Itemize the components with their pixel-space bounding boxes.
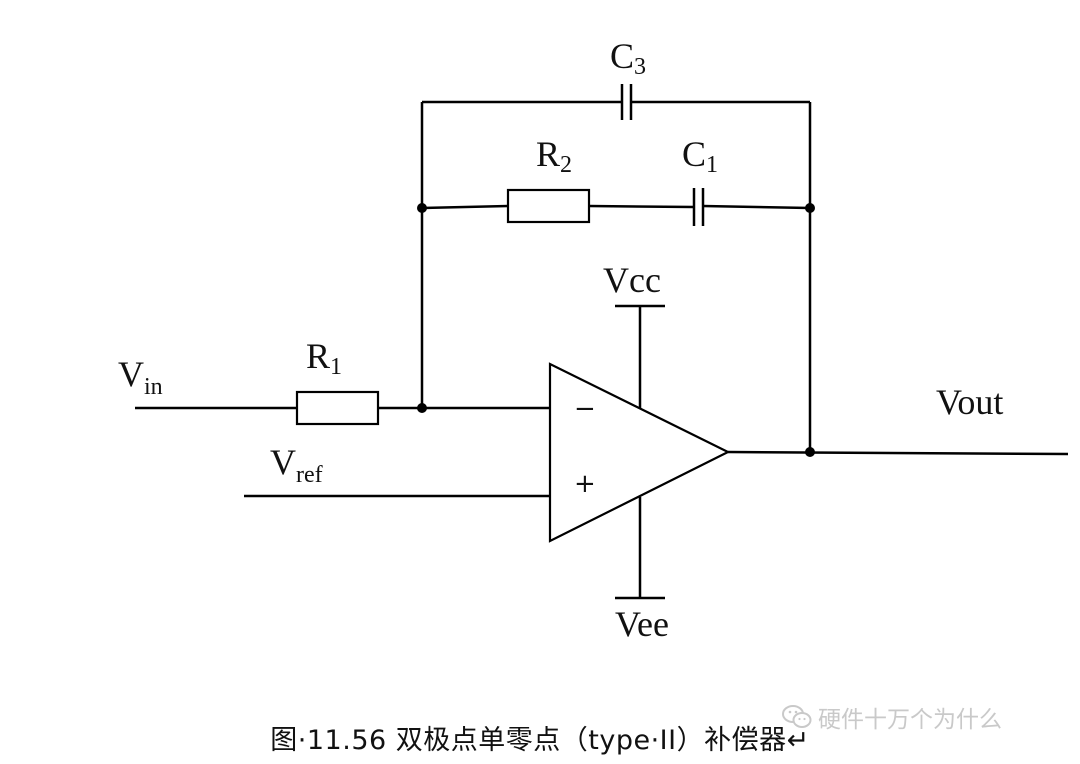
wechat-icon: [782, 705, 812, 728]
figure-caption: 图·11.56 双极点单零点（type·II）补偿器↵: [270, 725, 810, 756]
feedback-loop-c3: [420, 100, 812, 452]
junction-node: [417, 403, 427, 413]
label-r1: R1: [306, 336, 342, 380]
capacitor-c1: [692, 188, 705, 226]
junction-node: [417, 203, 427, 213]
label-vout: Vout: [936, 382, 1003, 422]
junction-node: [805, 447, 815, 457]
label-vin: Vin: [118, 354, 163, 400]
label-c3: C3: [610, 36, 646, 80]
label-c1: C1: [682, 134, 718, 178]
inverting-input-sign: −: [574, 394, 596, 424]
output-wire: [727, 450, 1069, 456]
resistor-r1: [295, 390, 380, 426]
watermark: 硬件十万个为什么: [782, 700, 1002, 734]
junction-node: [805, 203, 815, 213]
label-r2: R2: [536, 134, 572, 178]
capacitor-c3: [620, 84, 633, 120]
label-vref: Vref: [270, 442, 323, 488]
resistor-r2: [506, 188, 591, 224]
label-vee: Vee: [615, 604, 669, 644]
feedback-branch-r2-c1: [421, 204, 811, 210]
label-vcc: Vcc: [603, 260, 661, 300]
noninverting-input-sign: +: [574, 469, 596, 499]
watermark-text: 硬件十万个为什么: [818, 707, 1002, 733]
